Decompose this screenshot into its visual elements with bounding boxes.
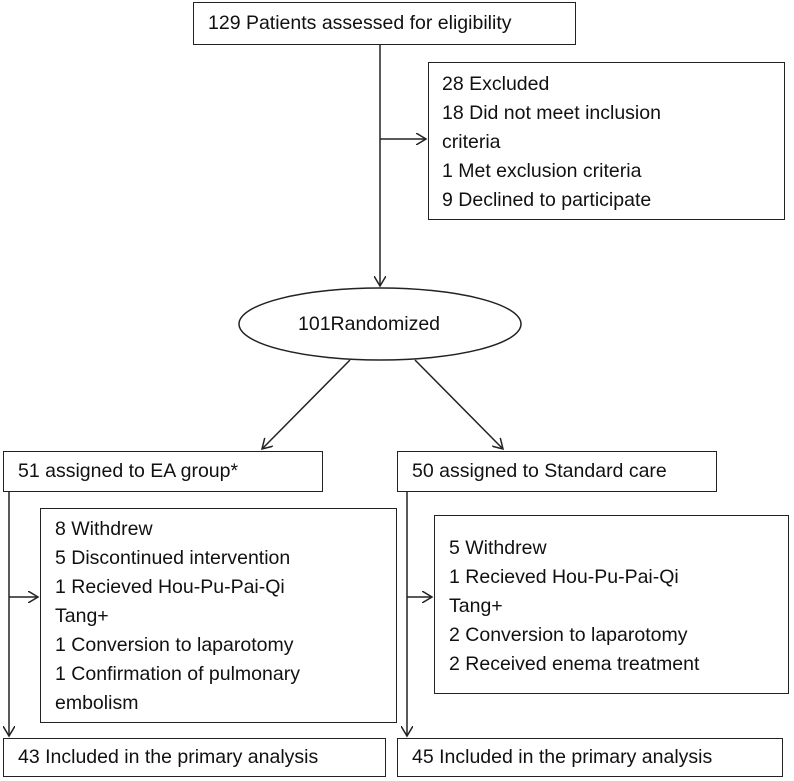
standard-withdrawal-line: 1 Recieved Hou-Pu-Pai-Qi: [449, 566, 679, 588]
excluded-line: 9 Declined to participate: [442, 189, 652, 211]
randomized-ellipse: [238, 287, 522, 361]
standard-withdrawal-line: 2 Received enema treatment: [449, 653, 700, 675]
standard-analysis-box: 45 Included in the primary analysis: [397, 738, 783, 777]
ea-withdrawal-line: 8 Withdrew: [55, 518, 153, 540]
assessed-box: 129 Patients assessed for eligibility: [193, 2, 576, 45]
excluded-line: 18 Did not meet inclusion: [442, 102, 661, 124]
standard-assigned-label: 50 assigned to Standard care: [412, 460, 667, 482]
ea-withdrawal-line: 1 Conversion to laparotomy: [55, 634, 294, 656]
excluded-line: 28 Excluded: [442, 73, 550, 95]
ea-assigned-label: 51 assigned to EA group*: [18, 460, 239, 482]
standard-withdrawal-line: Tang+: [449, 595, 503, 617]
ea-analysis-box: 43 Included in the primary analysis: [3, 738, 386, 777]
arrow-to-ea-group: [262, 359, 351, 449]
excluded-line: 1 Met exclusion criteria: [442, 160, 642, 182]
standard-analysis-label: 45 Included in the primary analysis: [412, 746, 713, 768]
randomized-label: 101Randomized: [298, 313, 441, 335]
ea-withdrawal-line: 5 Discontinued intervention: [55, 547, 291, 569]
ea-withdrawal-line: embolism: [55, 692, 139, 714]
standard-withdrawal-line: 2 Conversion to laparotomy: [449, 624, 688, 646]
ea-withdrawal-line: Tang+: [55, 605, 109, 627]
arrow-to-standard-group: [414, 359, 503, 449]
ea-withdrawal-line: 1 Confirmation of pulmonary: [55, 663, 300, 685]
excluded-box: 28 Excluded 18 Did not meet inclusion cr…: [428, 62, 785, 220]
ea-withdrawal-line: 1 Recieved Hou-Pu-Pai-Qi: [55, 576, 285, 598]
excluded-line: criteria: [442, 131, 501, 153]
ea-withdrawals-box: 8 Withdrew 5 Discontinued intervention 1…: [40, 508, 397, 723]
standard-assigned-box: 50 assigned to Standard care: [397, 451, 717, 492]
standard-withdrawals-box: 5 Withdrew 1 Recieved Hou-Pu-Pai-Qi Tang…: [434, 515, 789, 694]
ea-assigned-box: 51 assigned to EA group*: [3, 451, 323, 492]
standard-withdrawal-line: 5 Withdrew: [449, 537, 547, 559]
assessed-label: 129 Patients assessed for eligibility: [208, 12, 512, 34]
ea-analysis-label: 43 Included in the primary analysis: [18, 746, 319, 768]
